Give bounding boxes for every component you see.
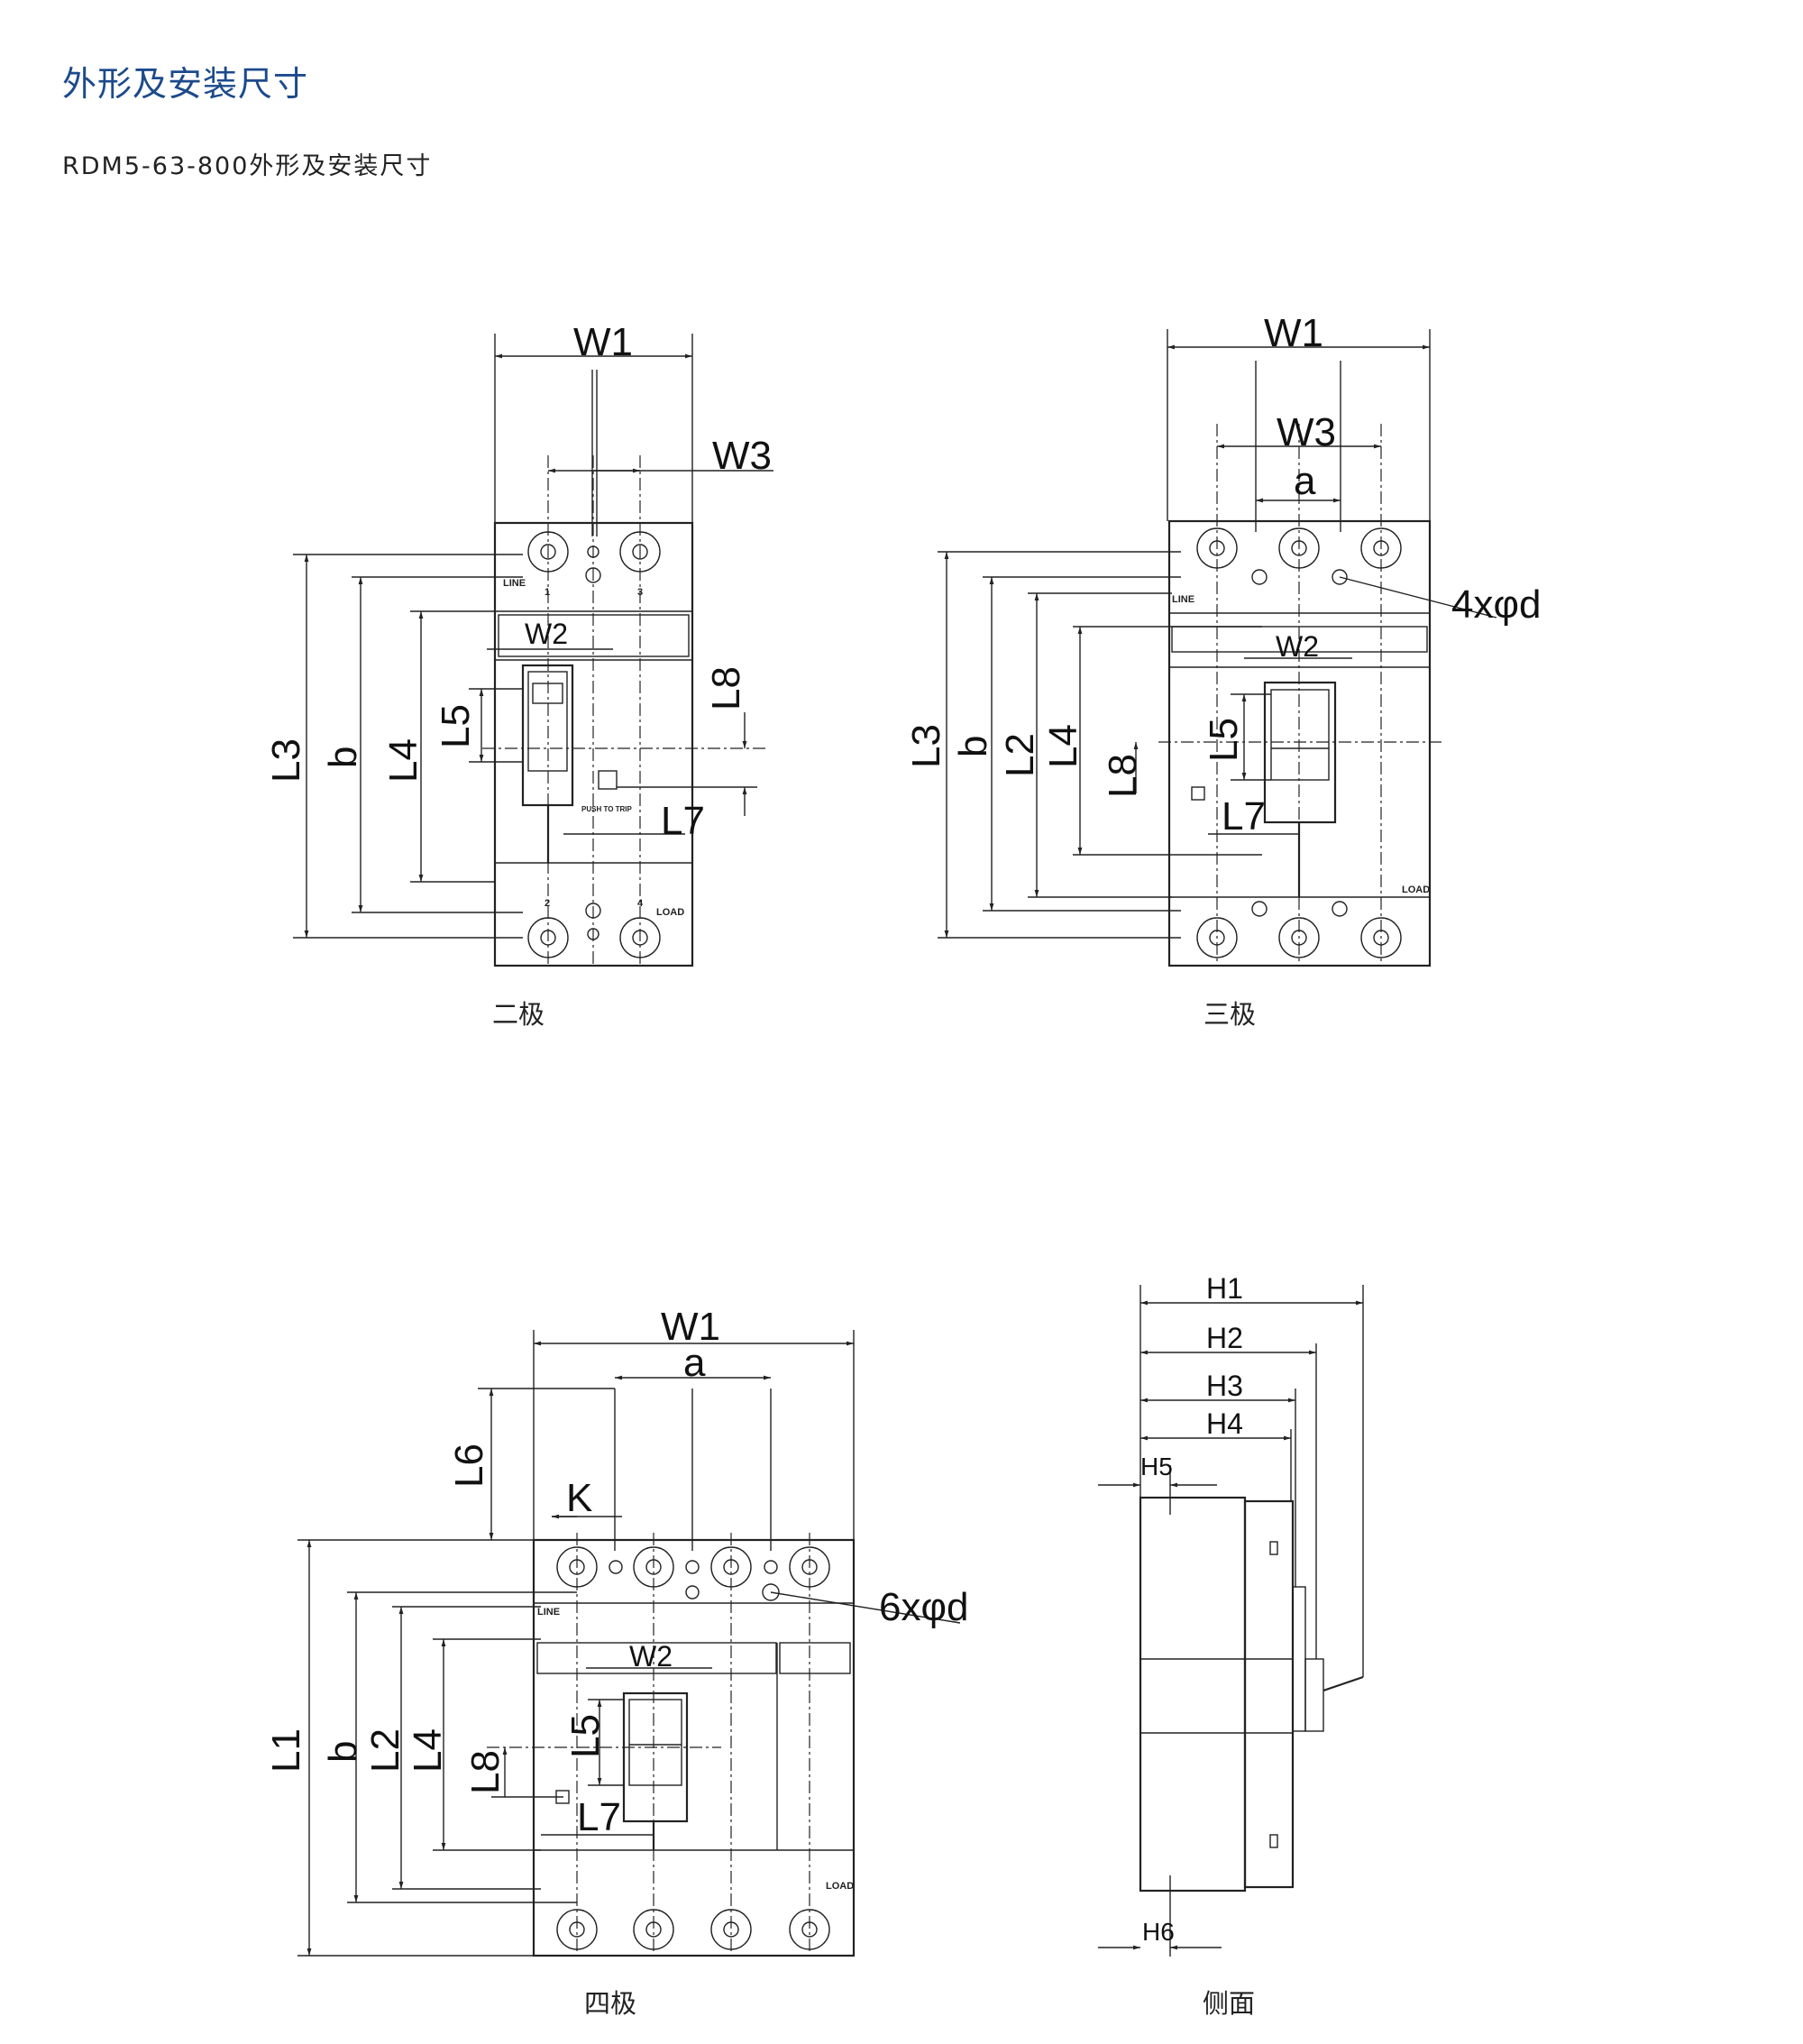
drawing-line — [1278, 917, 1320, 958]
dim-H3: H3 — [1206, 1370, 1243, 1402]
dim-L5: L5 — [563, 1714, 608, 1758]
drawing-line — [764, 1560, 778, 1574]
dim-L4: L4 — [406, 1728, 450, 1773]
dim-L8: L8 — [463, 1750, 508, 1794]
dim-L2: L2 — [363, 1728, 407, 1773]
drawing-line — [632, 544, 648, 560]
dim-L7: L7 — [661, 799, 705, 843]
dim-b: b — [951, 736, 995, 757]
caption-four-pole: 四极 — [584, 1988, 636, 2019]
drawing-line — [1304, 1658, 1324, 1732]
dim-a: a — [1294, 459, 1316, 503]
dim-L5: L5 — [1202, 718, 1246, 762]
drawing-line — [685, 1560, 700, 1574]
dim-W1: W1 — [573, 320, 633, 364]
drawing-line — [1360, 917, 1402, 958]
dim-b: b — [321, 747, 365, 768]
dim-K: K — [566, 1476, 592, 1520]
dim-b: b — [321, 1741, 365, 1763]
dim-6xd: 6xφd — [879, 1585, 968, 1629]
drawing-line — [1332, 901, 1348, 917]
drawing-line — [540, 544, 556, 560]
drawing-line — [609, 1560, 623, 1574]
dim-W1: W1 — [1264, 311, 1323, 355]
drawing-label: PUSH TO TRIP — [581, 805, 633, 813]
side-body — [1139, 1496, 1247, 1893]
side-view-drawing: H1 H2 H3 H4 H5 H6 侧面 — [1098, 1272, 1364, 2019]
drawing-line — [628, 1699, 682, 1786]
push-to-trip-button — [1191, 786, 1205, 801]
drawing-line — [1339, 576, 1497, 619]
drawing-label: LINE — [537, 1607, 560, 1618]
dim-L1: L1 — [264, 1728, 308, 1773]
drawing-line — [1196, 917, 1238, 958]
dim-L6: L6 — [447, 1444, 491, 1488]
caption-three-pole: 三极 — [1204, 999, 1256, 1030]
drawing-line — [779, 1642, 851, 1674]
push-to-trip-button — [598, 770, 618, 790]
drawing-line — [1292, 1586, 1306, 1732]
drawing-line — [1332, 569, 1348, 585]
dim-L4: L4 — [381, 738, 426, 783]
drawing-label: 2 — [545, 898, 550, 909]
four-pole-drawing: LINE LOAD W1 a K — [264, 1305, 968, 2019]
drawing-label: LOAD — [1402, 885, 1430, 895]
dim-W3: W3 — [1277, 410, 1336, 454]
four-pole-handle — [622, 1691, 689, 1823]
drawing-line — [536, 1642, 777, 1674]
drawing-line — [770, 1591, 961, 1624]
dim-W2: W2 — [525, 618, 568, 650]
drawing-line — [1251, 569, 1268, 585]
drawing-line — [1269, 1834, 1278, 1848]
dim-H1: H1 — [1206, 1272, 1243, 1305]
caption-two-pole: 二极 — [492, 999, 545, 1030]
dim-W3: W3 — [712, 434, 772, 478]
drawing-line — [1243, 1499, 1295, 1889]
drawing-label: LOAD — [656, 907, 684, 918]
dim-L8: L8 — [1101, 754, 1145, 798]
drawing-label: 1 — [545, 587, 550, 598]
dim-4xd: 4xφd — [1451, 582, 1541, 627]
drawing-line — [685, 1585, 700, 1599]
dim-H2: H2 — [1206, 1322, 1243, 1354]
dim-H5: H5 — [1140, 1453, 1173, 1480]
dim-L7: L7 — [577, 1795, 621, 1839]
drawing-label: LINE — [503, 578, 526, 589]
dim-W2: W2 — [1276, 630, 1319, 663]
drawing-line — [762, 1583, 780, 1601]
dim-L8: L8 — [704, 666, 748, 710]
dim-H4: H4 — [1206, 1407, 1243, 1440]
dim-L7: L7 — [1222, 794, 1266, 839]
drawing-line — [1251, 901, 1268, 917]
two-pole-drawing: LINE 1 3 2 4 LOAD PUSH TO TRIP — [264, 320, 773, 1030]
drawing-line — [1269, 1541, 1278, 1555]
dim-W1: W1 — [661, 1305, 720, 1349]
three-pole-handle — [1263, 681, 1337, 824]
drawing-label: 4 — [637, 898, 644, 909]
page-title: 外形及安装尺寸 — [62, 64, 309, 104]
dim-L5: L5 — [434, 704, 478, 748]
dim-H6: H6 — [1142, 1918, 1175, 1946]
drawing-label: LOAD — [826, 1881, 854, 1892]
drawing-label: LINE — [1172, 594, 1194, 605]
three-pole-drawing: LINE LOAD W1 W3 a 4xφd W2 L7 — [904, 311, 1541, 1030]
drawing-line — [1323, 1675, 1364, 1692]
dim-L3: L3 — [904, 724, 948, 768]
dim-a: a — [683, 1341, 706, 1385]
section-subtitle: RDM5-63-800外形及安装尺寸 — [62, 152, 433, 180]
dim-L4: L4 — [1041, 724, 1085, 768]
dim-L3: L3 — [264, 738, 308, 783]
dim-W2: W2 — [629, 1640, 673, 1673]
dim-L2: L2 — [998, 733, 1042, 777]
caption-side-view: 侧面 — [1203, 1988, 1255, 2019]
drawing-line — [1270, 689, 1330, 781]
